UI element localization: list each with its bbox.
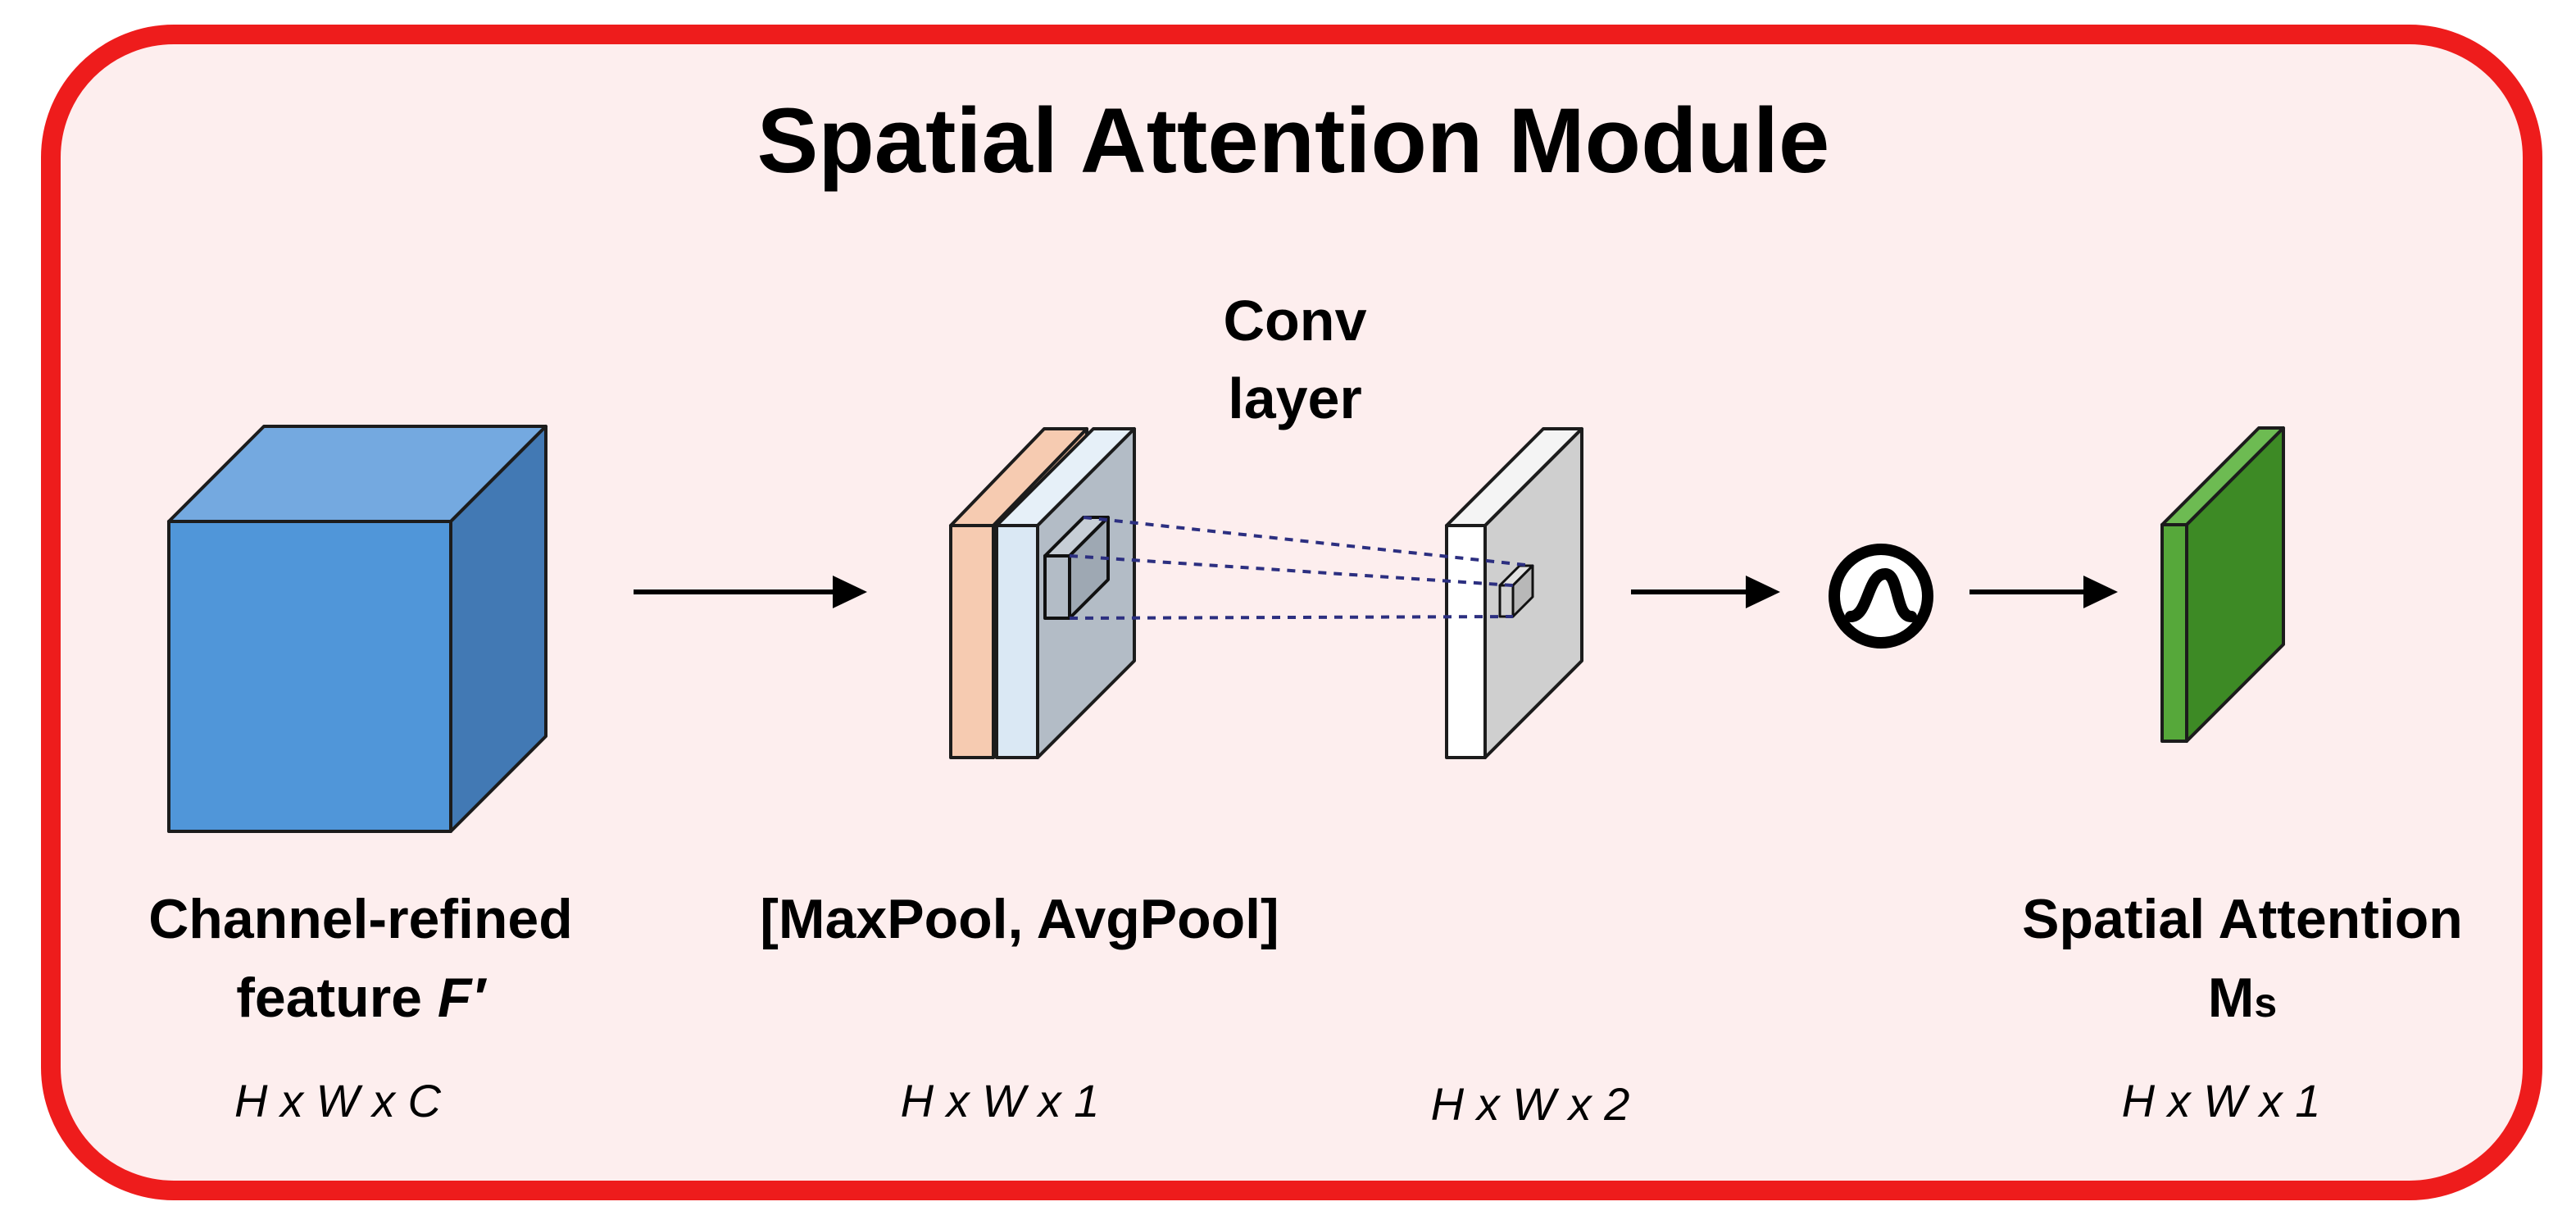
spatial-attention-map bbox=[2160, 426, 2285, 743]
stage-1-label-symbol: F′ bbox=[438, 967, 488, 1029]
stage-3-dims: H x W x 2 bbox=[1431, 1078, 1630, 1130]
conv-label-line1: Conv bbox=[1224, 289, 1367, 353]
stage-2-dims: H x W x 1 bbox=[901, 1075, 1100, 1127]
stage-1-dims: H x W x C bbox=[234, 1075, 442, 1127]
stage-4-dims: H x W x 1 bbox=[2122, 1075, 2321, 1127]
module-frame bbox=[41, 25, 2542, 1200]
arrow-1 bbox=[634, 576, 867, 608]
sigmoid-icon bbox=[1829, 544, 1933, 649]
conv-kernel-box bbox=[1043, 516, 1110, 620]
stage-1-label-line2: feature F′ bbox=[236, 967, 487, 1029]
feature-cube-front bbox=[167, 520, 452, 833]
stage-1-label-line1: Channel-refined bbox=[148, 888, 573, 950]
stage-4-label-main: M bbox=[2208, 967, 2255, 1029]
conv-label-line2: layer bbox=[1228, 366, 1361, 430]
arrow-3 bbox=[1969, 576, 2118, 608]
stage-2-label: [MaxPool, AvgPool] bbox=[760, 888, 1279, 950]
stage-4-label-line1: Spatial Attention bbox=[2022, 888, 2463, 950]
attention-map-front bbox=[2160, 523, 2188, 743]
avgpool-slab-front bbox=[995, 524, 1039, 759]
conv-slab-front bbox=[1445, 524, 1487, 759]
diagram-title: Spatial Attention Module bbox=[757, 89, 1830, 192]
arrow-2 bbox=[1631, 576, 1780, 608]
stage-4-label-sub: s bbox=[2254, 980, 2277, 1026]
conv-output-box bbox=[1498, 564, 1534, 618]
stage-4-label-line2: Ms bbox=[2208, 967, 2277, 1029]
conv-projection-lines bbox=[1069, 516, 1533, 620]
maxpool-slab-front bbox=[949, 524, 995, 759]
stage-1-label-word: feature bbox=[236, 967, 438, 1029]
feature-cube bbox=[167, 425, 547, 833]
